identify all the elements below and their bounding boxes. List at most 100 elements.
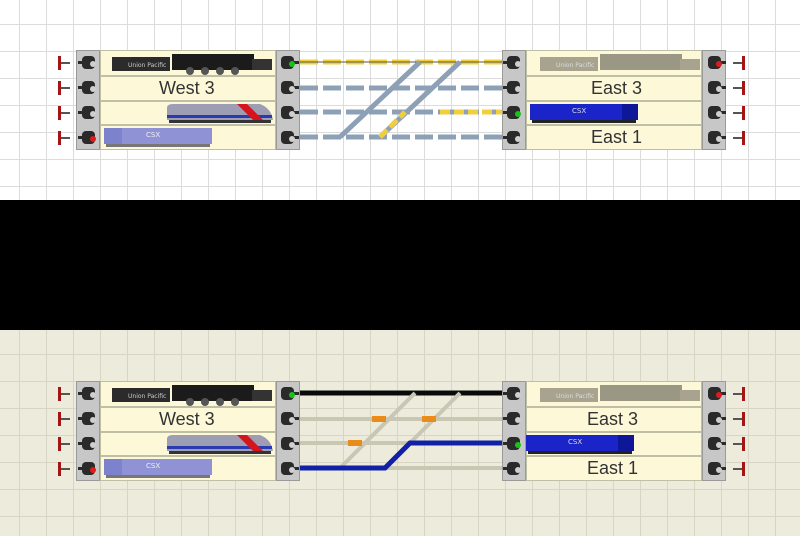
steam-locomotive-icon[interactable]: Union Pacific bbox=[110, 382, 275, 407]
signal-east-entry-1[interactable] bbox=[503, 386, 525, 402]
signal-head bbox=[708, 412, 722, 425]
signal-west-exit-4[interactable] bbox=[277, 461, 299, 477]
signal-east-entry-1[interactable] bbox=[503, 55, 525, 71]
signal-head bbox=[281, 412, 295, 425]
bumper-bar bbox=[742, 412, 745, 426]
bumper-west-2 bbox=[58, 81, 70, 95]
signal-west-exit-3[interactable] bbox=[277, 105, 299, 121]
ghost-steam-locomotive-icon[interactable]: Union Pacific bbox=[538, 51, 703, 76]
signal-post bbox=[78, 392, 83, 395]
crossover-a[interactable] bbox=[338, 60, 422, 139]
block-east-1[interactable]: East 1 bbox=[526, 456, 702, 481]
bumper-east-2 bbox=[733, 81, 745, 95]
signal-west-entry-4[interactable] bbox=[78, 461, 100, 477]
signal-west-exit-2[interactable] bbox=[277, 80, 299, 96]
signal-west-entry-1[interactable] bbox=[78, 386, 100, 402]
svg-text:Union Pacific: Union Pacific bbox=[128, 62, 166, 69]
signal-lamp bbox=[90, 417, 96, 423]
signal-east-entry-3[interactable] bbox=[503, 436, 525, 452]
signal-post bbox=[721, 467, 726, 470]
block-west-3[interactable]: West 3 bbox=[100, 76, 276, 101]
signal-west-exit-2[interactable] bbox=[277, 411, 299, 427]
signal-lamp bbox=[515, 392, 521, 398]
signal-head bbox=[82, 106, 96, 119]
bumper-bar bbox=[58, 106, 61, 120]
blue-diesel-west-icon[interactable]: CSX bbox=[102, 456, 214, 480]
switch-highlight-a bbox=[378, 110, 407, 139]
signal-east-exit-2[interactable] bbox=[704, 80, 726, 96]
signal-west-entry-1[interactable] bbox=[78, 55, 100, 71]
crossover-a[interactable] bbox=[338, 391, 417, 470]
signal-post bbox=[503, 111, 508, 114]
bumper-bar bbox=[58, 387, 61, 401]
block-label-east-1: East 1 bbox=[591, 127, 643, 147]
signal-head bbox=[82, 56, 96, 69]
bumper-stub bbox=[61, 112, 70, 114]
steam-locomotive-icon[interactable]: Union Pacific bbox=[110, 51, 275, 76]
signal-lamp bbox=[289, 392, 295, 398]
signal-head bbox=[507, 56, 521, 69]
route-blue[interactable] bbox=[300, 440, 502, 471]
signal-west-entry-4[interactable] bbox=[78, 130, 100, 146]
signal-east-exit-4[interactable] bbox=[704, 130, 726, 146]
signal-head bbox=[708, 56, 722, 69]
signal-east-exit-3[interactable] bbox=[704, 105, 726, 121]
block-east-3[interactable]: East 3 bbox=[526, 76, 702, 101]
signal-lamp bbox=[289, 467, 295, 473]
signal-head bbox=[708, 437, 722, 450]
signal-lamp bbox=[515, 136, 521, 142]
svg-text:CSX: CSX bbox=[568, 438, 582, 446]
block-label-east-3: East 3 bbox=[587, 409, 639, 429]
svg-text:CSX: CSX bbox=[146, 131, 160, 139]
bumper-stub bbox=[733, 62, 742, 64]
signal-lamp bbox=[90, 111, 96, 117]
signal-west-entry-3[interactable] bbox=[78, 105, 100, 121]
signal-west-entry-3[interactable] bbox=[78, 436, 100, 452]
ghost-steam-locomotive-icon[interactable]: Union Pacific bbox=[538, 382, 703, 407]
signal-post bbox=[503, 417, 508, 420]
bumper-bar bbox=[58, 437, 61, 451]
bumper-east-1 bbox=[733, 56, 745, 70]
signal-west-entry-2[interactable] bbox=[78, 80, 100, 96]
signal-post bbox=[294, 392, 299, 395]
bumper-stub bbox=[733, 468, 742, 470]
signal-east-exit-2[interactable] bbox=[704, 411, 726, 427]
signal-west-exit-1[interactable] bbox=[277, 55, 299, 71]
block-west-3[interactable]: West 3 bbox=[100, 407, 276, 432]
blue-diesel-east-icon[interactable]: CSX bbox=[528, 101, 640, 125]
bumper-east-3 bbox=[733, 106, 745, 120]
block-east-1[interactable]: East 1 bbox=[526, 125, 702, 150]
signal-lamp bbox=[289, 86, 295, 92]
signal-lamp bbox=[716, 61, 722, 67]
signal-west-exit-4[interactable] bbox=[277, 130, 299, 146]
amtrak-locomotive-icon[interactable] bbox=[165, 433, 275, 455]
block-east-3[interactable]: East 3 bbox=[526, 407, 702, 432]
signal-east-exit-3[interactable] bbox=[704, 436, 726, 452]
signal-east-exit-4[interactable] bbox=[704, 461, 726, 477]
signal-east-exit-1[interactable] bbox=[704, 55, 726, 71]
bumper-east-1 bbox=[733, 387, 745, 401]
signal-head bbox=[708, 106, 722, 119]
signal-east-entry-3[interactable] bbox=[503, 105, 525, 121]
bumper-west-2 bbox=[58, 412, 70, 426]
block-label-west-3: West 3 bbox=[159, 409, 215, 429]
signal-east-entry-4[interactable] bbox=[503, 130, 525, 146]
signal-west-exit-3[interactable] bbox=[277, 436, 299, 452]
signal-west-exit-1[interactable] bbox=[277, 386, 299, 402]
signal-east-entry-4[interactable] bbox=[503, 461, 525, 477]
signal-head bbox=[82, 81, 96, 94]
bumper-bar bbox=[742, 387, 745, 401]
signal-post bbox=[721, 86, 726, 89]
signal-head bbox=[82, 412, 96, 425]
black-separator bbox=[0, 200, 800, 330]
amtrak-locomotive-icon[interactable] bbox=[165, 102, 275, 124]
bumper-bar bbox=[58, 412, 61, 426]
bumper-bar bbox=[742, 81, 745, 95]
bumper-bar bbox=[58, 81, 61, 95]
blue-diesel-west-icon[interactable]: CSX bbox=[102, 125, 214, 149]
signal-east-entry-2[interactable] bbox=[503, 411, 525, 427]
signal-west-entry-2[interactable] bbox=[78, 411, 100, 427]
signal-east-exit-1[interactable] bbox=[704, 386, 726, 402]
signal-east-entry-2[interactable] bbox=[503, 80, 525, 96]
blue-diesel-east-icon[interactable]: CSX bbox=[524, 432, 636, 456]
